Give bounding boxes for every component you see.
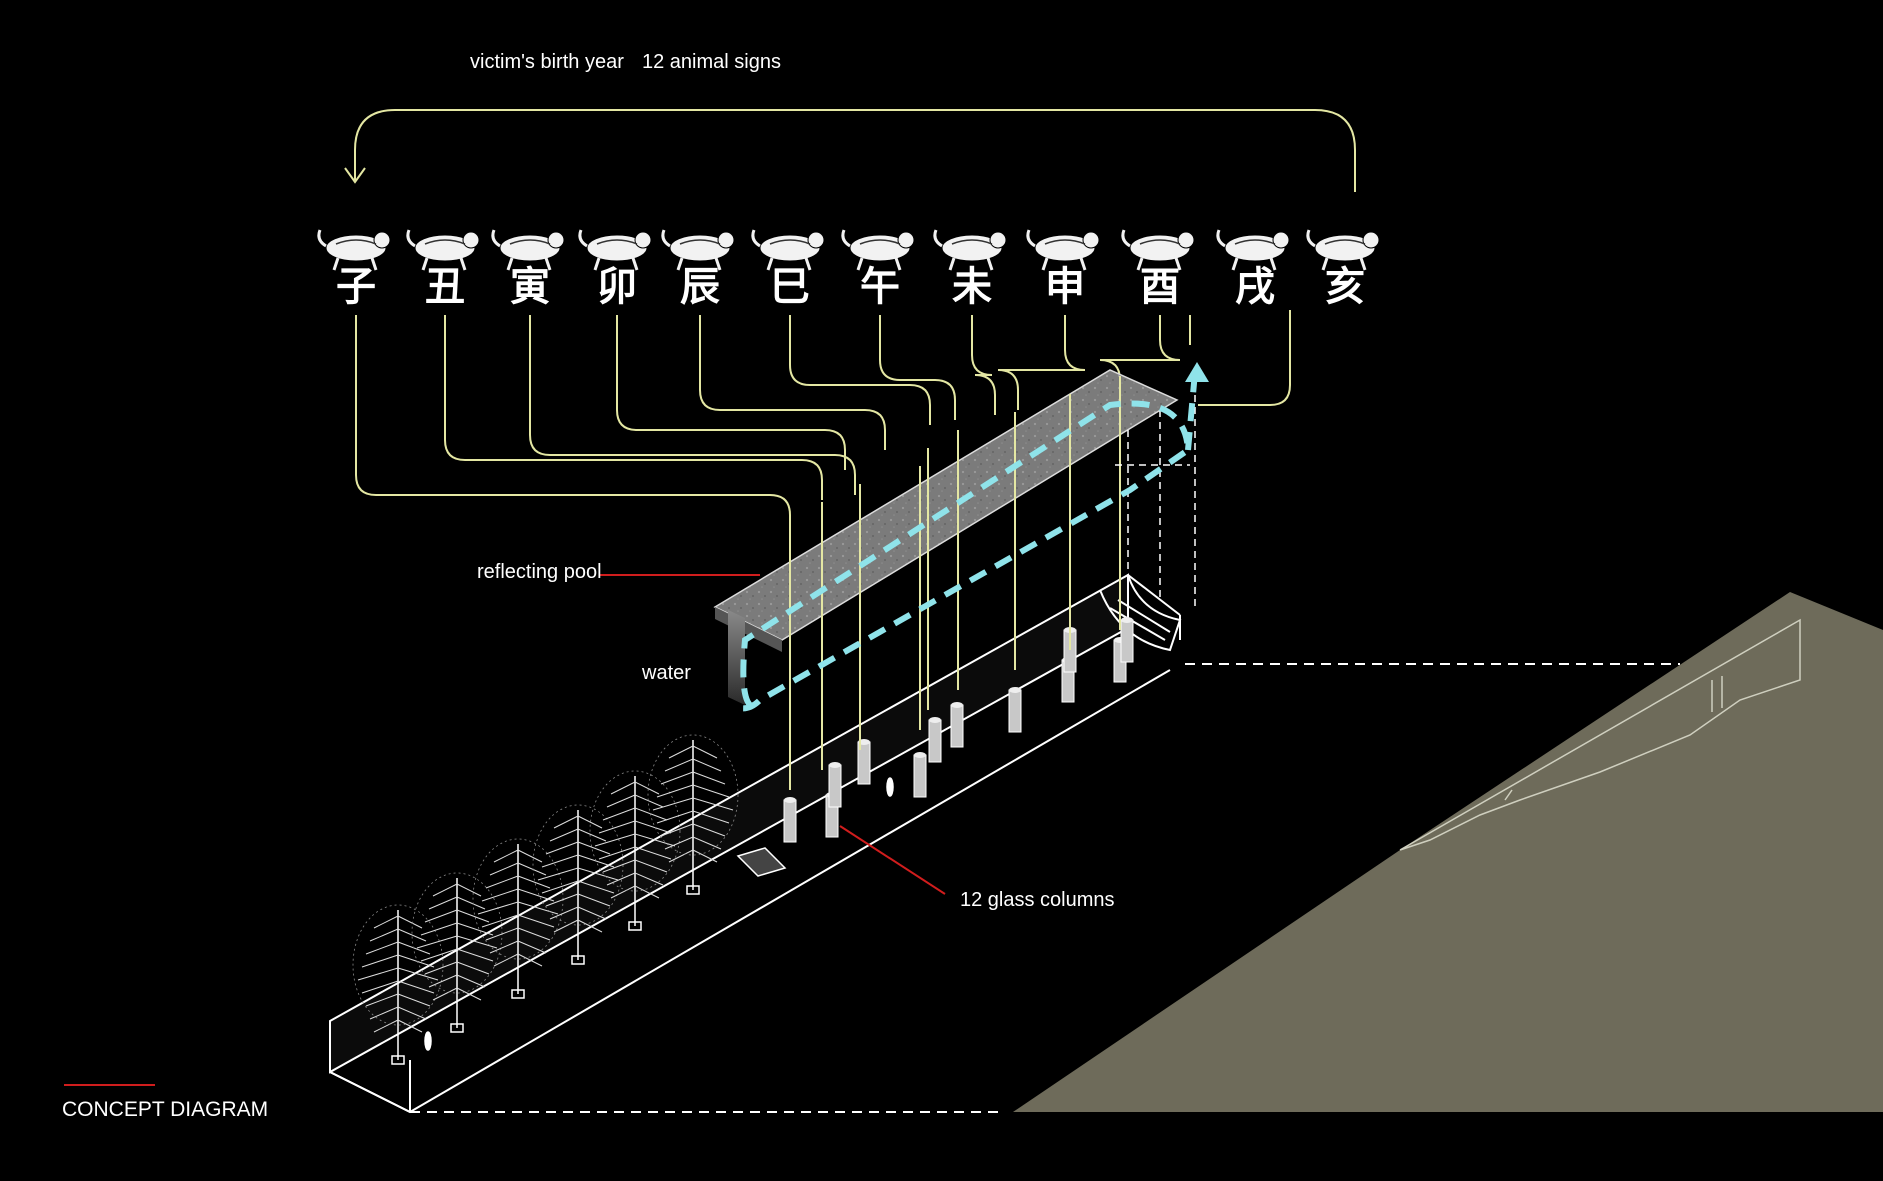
- zodiac-character: 亥: [1325, 264, 1365, 310]
- ox-icon: [406, 229, 480, 271]
- terrain-slope: [1013, 592, 1883, 1112]
- snake-icon: [751, 229, 825, 271]
- drain-grate: [736, 847, 787, 877]
- tree-icon: [411, 872, 503, 1033]
- glass-columns: [783, 617, 1134, 843]
- glass-column: [928, 717, 942, 763]
- zodiac-character: 酉: [1140, 264, 1180, 310]
- tree-icon: [352, 904, 444, 1065]
- terrain-cut-lines: [1399, 618, 1801, 851]
- connector-line: [1099, 315, 1181, 400]
- zodiac-character: 寅: [510, 264, 550, 310]
- monkey-icon: [1026, 229, 1100, 271]
- loop-arrowhead-icon: [344, 167, 366, 184]
- horse-icon: [841, 229, 915, 271]
- zodiac-character: 子: [336, 264, 376, 310]
- circulation-path-arrow: [739, 371, 1198, 712]
- dog-icon: [1216, 229, 1290, 271]
- birth-year-label: victim's birth year: [470, 51, 624, 73]
- zodiac-character: 午: [860, 264, 900, 310]
- connector-line: [444, 315, 823, 500]
- connector-line: [879, 315, 956, 420]
- zodiac-character: 丑: [425, 264, 465, 310]
- rabbit-icon: [578, 229, 652, 271]
- connector-line: [699, 315, 886, 450]
- connector-line: [789, 315, 931, 425]
- goat-icon: [933, 229, 1007, 271]
- tiger-icon: [491, 229, 565, 271]
- reflecting-pool: [713, 369, 1179, 705]
- connector-line: [997, 315, 1086, 410]
- connector-line: [616, 315, 846, 470]
- water-curtain: [728, 610, 745, 705]
- zodiac-character: 卯: [597, 264, 637, 310]
- connector-line: [1198, 310, 1291, 406]
- zodiac-row: 子 丑寅 卯辰 巳 午 未 申 酉 戌 亥: [317, 229, 1380, 310]
- connector-line: [971, 315, 996, 415]
- glass-column: [828, 762, 842, 808]
- tree-icon: [472, 838, 564, 999]
- rooster-icon: [1121, 229, 1195, 271]
- pool-support-lines: [1115, 395, 1196, 610]
- tree-icon: [647, 734, 739, 895]
- zodiac-character: 辰: [680, 264, 720, 310]
- zodiac-connector-lines: [355, 310, 1291, 535]
- glass-column: [783, 797, 797, 843]
- leader-lines: [64, 574, 946, 1086]
- human-figure-icon: [424, 777, 894, 1051]
- reflecting-pool-label: reflecting pool: [477, 561, 602, 583]
- circulation-arrowhead-icon: [1185, 362, 1209, 382]
- zodiac-character: 未: [952, 264, 992, 310]
- pool-column-lines: [789, 376, 1121, 790]
- glass-column: [1120, 617, 1134, 663]
- animal-signs-label: 12 animal signs: [642, 51, 781, 73]
- glass-column: [913, 752, 927, 798]
- birth-year-loop-arrow: [354, 109, 1356, 192]
- tree-icon: [589, 770, 681, 931]
- glass-column: [1008, 687, 1022, 733]
- dragon-icon: [661, 229, 735, 271]
- pig-icon: [1306, 229, 1380, 271]
- connector-line: [355, 315, 791, 535]
- diagram-caption: CONCEPT DIAGRAM: [62, 1098, 268, 1121]
- zodiac-character: 申: [1045, 264, 1085, 310]
- zodiac-character: 巳: [770, 264, 810, 310]
- glass-columns-label: 12 glass columns: [960, 889, 1115, 911]
- zodiac-character: 戌: [1235, 264, 1275, 310]
- connector-line: [529, 315, 856, 495]
- glass-column: [950, 702, 964, 748]
- rat-icon: [317, 229, 391, 271]
- tree-row: [352, 734, 739, 1065]
- water-label: water: [641, 662, 691, 684]
